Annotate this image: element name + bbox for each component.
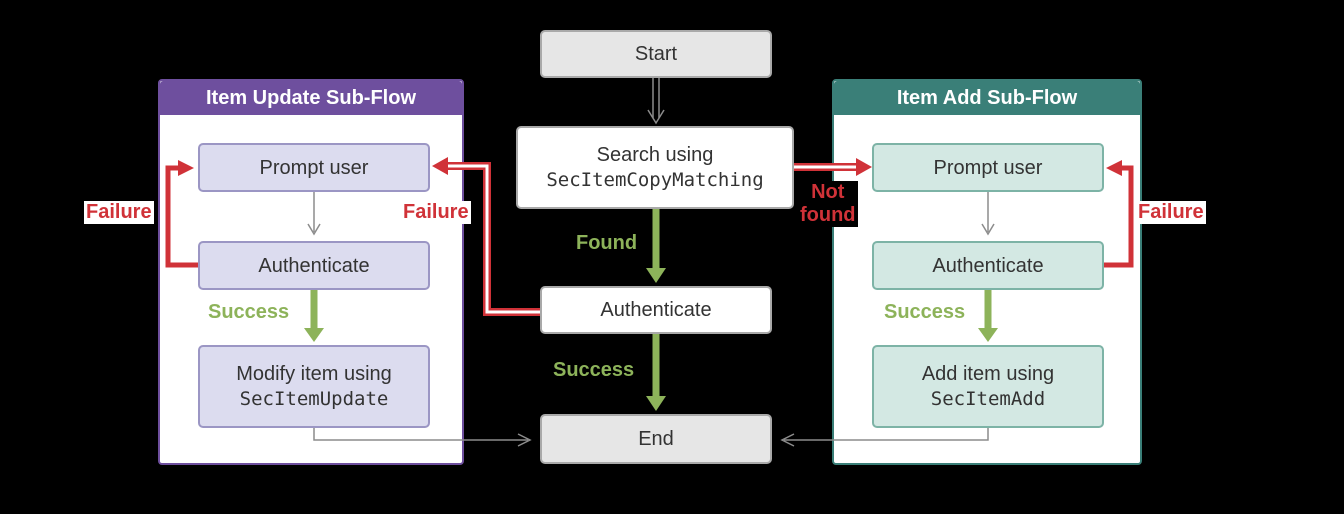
update-success-arrow xyxy=(304,290,324,342)
not-found-line1: Not xyxy=(811,181,845,203)
start-label: Start xyxy=(634,43,678,65)
search-node: Search using SecItemCopyMatching xyxy=(516,126,794,209)
found-label: Found xyxy=(574,232,640,255)
update-prompt-node: Prompt user xyxy=(198,143,430,192)
success-main-arrow xyxy=(646,334,666,411)
end-label: End xyxy=(638,428,674,450)
success-label-right: Success xyxy=(882,301,968,324)
failure-label-left: Failure xyxy=(84,201,154,224)
add-item-line2: SecItemAdd xyxy=(930,388,1046,411)
search-label-line2: SecItemCopyMatching xyxy=(546,169,764,192)
failure-label-mid: Failure xyxy=(401,201,471,224)
update-authenticate-node: Authenticate xyxy=(198,241,430,290)
success-label-left: Success xyxy=(206,301,292,324)
authenticate-main-label: Authenticate xyxy=(600,299,712,321)
add-success-arrow xyxy=(978,290,998,342)
found-arrow xyxy=(646,209,666,283)
add-prompt-label: Prompt user xyxy=(933,156,1043,179)
not-found-arrow xyxy=(794,158,872,176)
add-item-line1: Add item using xyxy=(921,363,1055,386)
update-failure-loop xyxy=(165,160,198,268)
add-authenticate-node: Authenticate xyxy=(872,241,1104,290)
failure-label-right: Failure xyxy=(1136,201,1206,224)
update-authenticate-label: Authenticate xyxy=(258,254,370,277)
end-node: End xyxy=(540,414,772,464)
authenticate-main-node: Authenticate xyxy=(540,286,772,334)
start-node: Start xyxy=(540,30,772,78)
update-modify-node: Modify item using SecItemUpdate xyxy=(198,345,430,428)
not-found-line2: found xyxy=(800,204,856,226)
update-modify-line2: SecItemUpdate xyxy=(239,388,389,411)
update-subflow-title: Item Update Sub-Flow xyxy=(160,81,462,115)
auth-failure-to-update-arrow xyxy=(432,157,540,316)
update-prompt-label: Prompt user xyxy=(259,156,369,179)
add-to-end-arrow xyxy=(780,428,989,447)
start-to-search-arrow xyxy=(647,78,665,125)
add-prompt-node: Prompt user xyxy=(872,143,1104,192)
add-failure-loop xyxy=(1104,160,1134,268)
modify-to-end-arrow xyxy=(313,428,532,447)
add-prompt-to-auth-arrow xyxy=(981,192,995,236)
search-label-line1: Search using xyxy=(596,144,714,167)
not-found-label: Not found xyxy=(798,181,858,227)
add-authenticate-label: Authenticate xyxy=(932,254,1044,277)
update-prompt-to-auth-arrow xyxy=(307,192,321,236)
update-modify-line1: Modify item using xyxy=(236,363,392,386)
add-item-node: Add item using SecItemAdd xyxy=(872,345,1104,428)
success-label-mid: Success xyxy=(551,359,637,382)
add-subflow-title: Item Add Sub-Flow xyxy=(834,81,1140,115)
